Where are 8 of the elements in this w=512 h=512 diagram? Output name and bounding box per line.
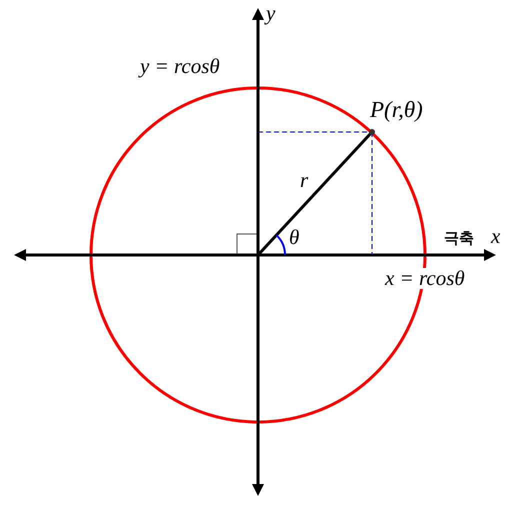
axis-label: y: [266, 3, 276, 24]
point-label: P(r,θ): [370, 98, 423, 121]
polar-axis-label: 극축: [444, 231, 474, 246]
equation-label: y = rcosθ: [140, 56, 220, 77]
axis-label: x: [491, 226, 500, 247]
angle-label: θ: [289, 227, 300, 248]
equation-label: x = rcosθ: [385, 268, 465, 289]
radius-label: r: [300, 170, 308, 191]
